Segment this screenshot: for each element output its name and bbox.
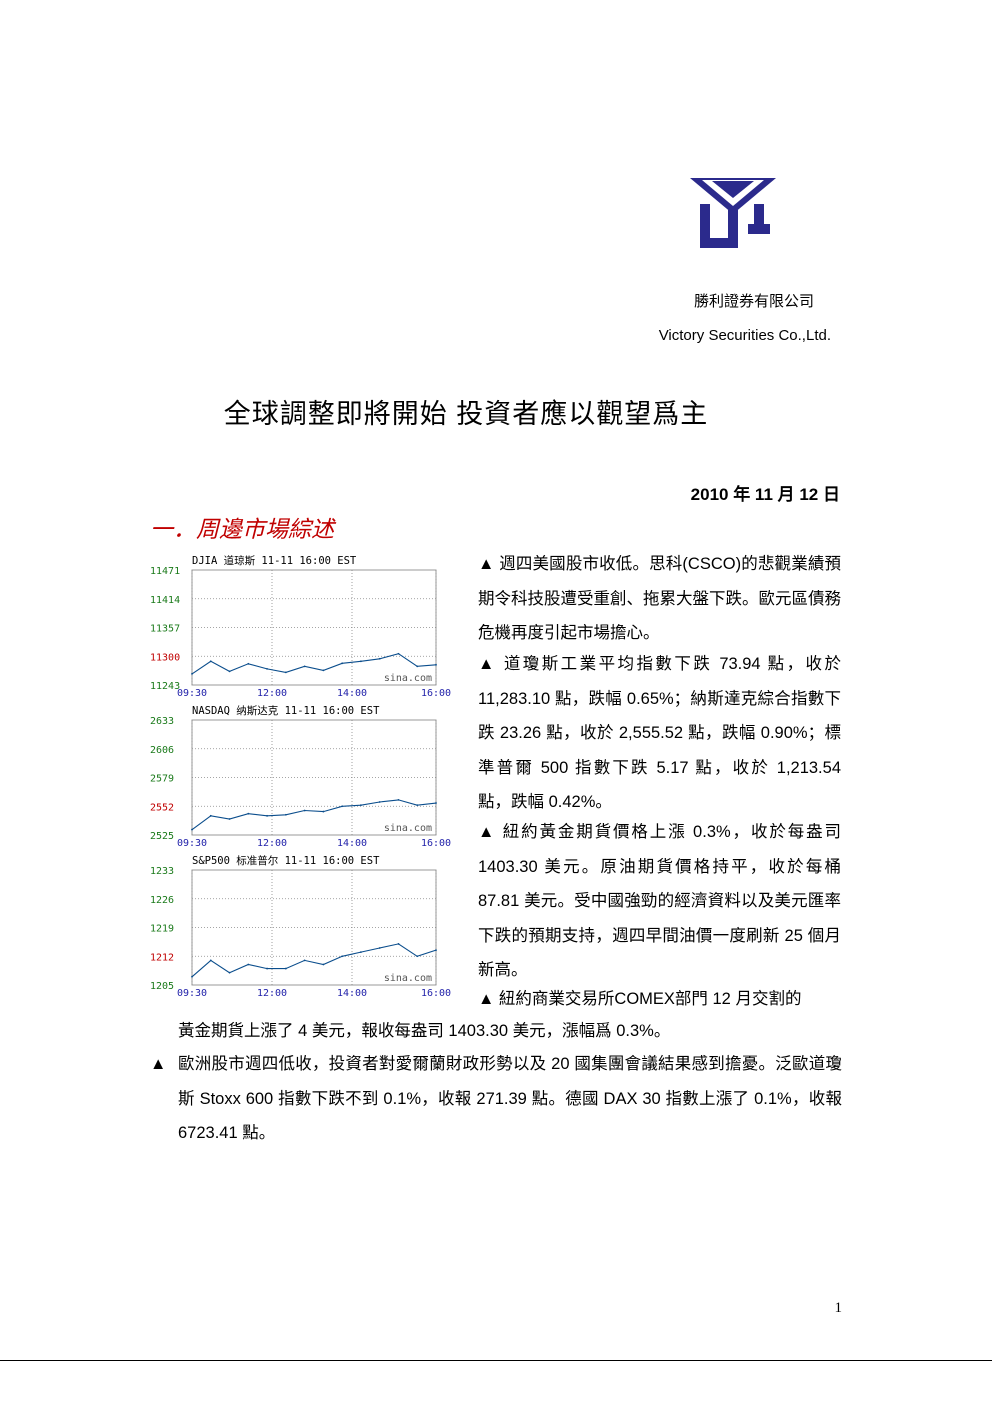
chart-header: NASDAQ 纳斯达克 11-11 16:00 EST [192, 704, 380, 717]
chart-data-point [228, 971, 231, 974]
document-date: 2010 年 11 月 12 日 [690, 485, 840, 504]
chart-y-tick-label: 2579 [150, 774, 174, 785]
chart-x-tick-label: 09:30 [177, 838, 207, 849]
chart-series-line [191, 943, 437, 978]
chart-data-point [191, 673, 193, 675]
chart-data-point [284, 967, 287, 970]
chart-data-point [209, 814, 212, 817]
chart-data-point [303, 665, 306, 668]
chart-data-point [247, 812, 250, 815]
chart-y-tick-label: 11243 [150, 681, 180, 692]
chart-watermark: sina.com [384, 823, 432, 834]
chart-series-line [191, 653, 437, 675]
chart-header: S&P500 标准普尔 11-11 16:00 EST [192, 854, 380, 867]
chart-x-tick-label: 12:00 [257, 688, 287, 699]
chart-data-point [397, 652, 400, 655]
company-name-english: Victory Securities Co.,Ltd. [658, 327, 831, 344]
bullet-marker: ▲ [150, 1055, 167, 1073]
chart-data-point [266, 667, 268, 670]
chart-data-point [360, 660, 362, 663]
chart-x-tick-label: 12:00 [257, 838, 287, 849]
chart-data-point [416, 665, 419, 668]
company-name-chinese: 勝利證券有限公司 [693, 293, 814, 310]
document-title: 全球調整即將開始 投資者應以觀望爲主 [223, 399, 709, 429]
chart-data-point [303, 809, 306, 812]
chart-data-point [397, 798, 400, 801]
chart-data-point [266, 814, 268, 817]
paragraph-us-market: ▲ 週四美國股市收低。思科(CSCO)的悲觀業績預期令科技股遭受重創、拖累大盤下… [478, 555, 841, 642]
chart-watermark: sina.com [384, 673, 432, 684]
chart-frame [191, 869, 437, 986]
chart-data-point [209, 959, 212, 962]
chart-data-point [322, 963, 325, 966]
chart-x-tick-label: 16:00 [421, 838, 451, 849]
chart-y-tick-label: 2606 [150, 745, 174, 756]
chart-data-point [435, 663, 437, 666]
paragraph-europe: 歐洲股市週四低收，投資者對愛爾蘭財政形勢以及 20 國集團會議結果感到擔憂。泛歐… [178, 1055, 842, 1142]
chart-data-point [266, 967, 268, 970]
chart-data-point [303, 959, 306, 962]
chart-y-tick-label: 1205 [150, 981, 174, 992]
chart-y-tick-label: 2552 [150, 802, 174, 813]
chart-data-point [435, 949, 437, 951]
chart-data-point [209, 660, 212, 663]
chart-header: DJIA 道琼斯 11-11 16:00 EST [192, 554, 357, 567]
chart-data-point [378, 801, 381, 803]
logo-mark-icon [690, 178, 776, 248]
chart-x-tick-label: 09:30 [177, 688, 207, 699]
chart-data-point [341, 662, 344, 665]
chart-data-point [284, 671, 287, 674]
chart-frame [191, 569, 437, 686]
index-charts-svg: DJIA 道琼斯 11-11 16:00 EST 11471 11414 11357 1… [150, 554, 451, 999]
chart-data-point [191, 828, 193, 831]
chart-x-tick-label: 14:00 [337, 688, 367, 699]
chart-data-point [284, 813, 287, 816]
chart-y-tick-label: 2525 [150, 831, 174, 842]
chart-data-point [397, 943, 400, 945]
chart-data-point [247, 662, 250, 665]
chart-data-point [228, 818, 231, 820]
chart-y-tick-label: 11471 [150, 566, 180, 577]
chart-data-point [360, 804, 362, 807]
chart-data-point [378, 657, 381, 660]
chart-x-tick-label: 12:00 [257, 988, 287, 999]
chart-data-point [322, 669, 325, 672]
chart-y-tick-label: 1219 [150, 924, 174, 935]
chart-data-point [435, 802, 437, 804]
chart-data-point [360, 951, 362, 954]
index-charts: DJIA 道琼斯 11-11 16:00 EST 11471 11414 11357 1… [150, 548, 460, 1003]
chart-x-tick-label: 16:00 [421, 688, 451, 699]
chart-watermark: sina.com [384, 973, 432, 984]
chart-data-point [191, 975, 193, 978]
chart-x-tick-label: 16:00 [421, 988, 451, 999]
paragraph-comex-continued: 黃金期貨上漲了 4 美元，報收每盎司 1403.30 美元，漲幅爲 0.3%。 [178, 1022, 671, 1040]
chart-data-point [416, 804, 419, 807]
chart-x-tick-label: 09:30 [177, 988, 207, 999]
chart-data-point [341, 955, 344, 958]
paragraph-indices: ▲ 道瓊斯工業平均指數下跌 73.94 點，收於 11,283.10 點，跌幅 … [478, 655, 841, 811]
chart-data-point [378, 947, 381, 949]
section-heading: 一．周邊市場綜述 [150, 516, 334, 542]
chart-data-point [341, 805, 344, 808]
chart-data-point [416, 955, 419, 958]
page-number: 1 [834, 1300, 843, 1316]
chart-x-tick-label: 14:00 [337, 988, 367, 999]
chart-y-tick-label: 11300 [150, 652, 180, 663]
chart-y-tick-label: 1212 [150, 952, 174, 963]
chart-data-point [247, 963, 250, 966]
paragraph-commodities: ▲ 紐約黃金期貨價格上漲 0.3%，收於每盎司 1403.30 美元。原油期貨價… [478, 823, 841, 979]
chart-y-tick-label: 11414 [150, 595, 180, 606]
chart-y-tick-label: 1226 [150, 895, 174, 906]
footer-divider [0, 1360, 992, 1361]
company-logo [688, 176, 778, 252]
chart-x-tick-label: 14:00 [337, 838, 367, 849]
chart-y-tick-label: 11357 [150, 624, 180, 635]
chart-y-tick-label: 2633 [150, 716, 174, 727]
chart-data-point [228, 670, 231, 673]
paragraph-comex-start: ▲ 紐約商業交易所COMEX部門 12 月交割的 [478, 990, 802, 1008]
chart-data-point [322, 810, 325, 813]
chart-series-line [191, 799, 437, 831]
chart-y-tick-label: 1233 [150, 866, 174, 877]
